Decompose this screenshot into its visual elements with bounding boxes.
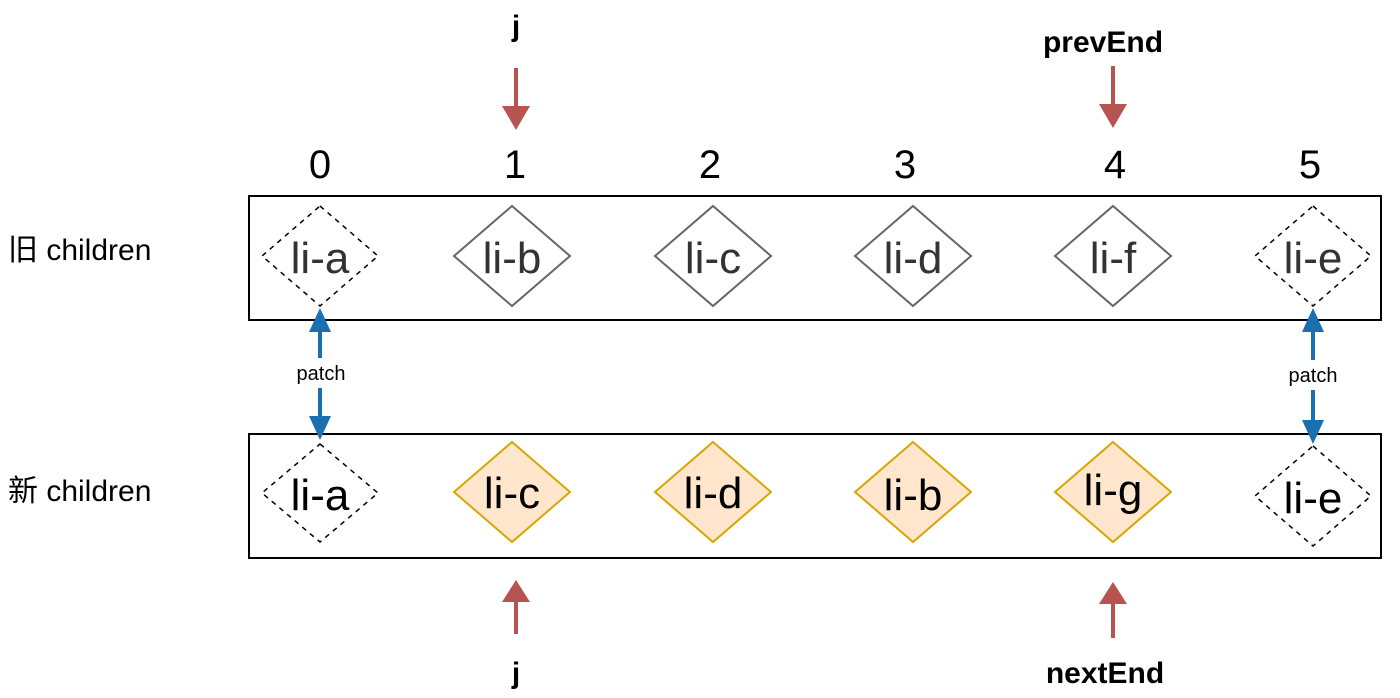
old-node-1-label: li-b xyxy=(483,234,542,283)
new-next-end-arrow-head xyxy=(1099,582,1127,604)
old-node-2-label: li-c xyxy=(685,234,741,283)
new-node-5-label: li-e xyxy=(1284,474,1343,523)
patch-connector-left: patch xyxy=(297,308,346,440)
new-j-arrow-head xyxy=(502,580,530,602)
new-node-2-label: li-d xyxy=(684,469,743,518)
old-node-5-label: li-e xyxy=(1284,234,1343,283)
old-node-4-diamond xyxy=(1053,204,1173,308)
new-j-pointer: j xyxy=(502,580,530,690)
old-node-2: li-c xyxy=(653,204,773,308)
index-label-3: 3 xyxy=(894,143,916,187)
new-row-label: 新 children xyxy=(8,475,151,508)
old-j-arrow-head xyxy=(502,106,530,130)
patch-left-label: patch xyxy=(297,363,346,385)
patch-right-arrow-down xyxy=(1302,420,1324,444)
new-node-4-label: li-g xyxy=(1084,466,1143,515)
old-j-label: j xyxy=(511,10,520,43)
old-children-box xyxy=(248,195,1382,321)
new-node-3-diamond xyxy=(853,440,973,544)
old-node-1-diamond xyxy=(452,204,572,308)
patch-connector-right: patch xyxy=(1289,308,1338,444)
patch-right-arrow-up xyxy=(1302,308,1324,332)
patch-left-arrow-up xyxy=(309,308,331,332)
old-node-0-diamond xyxy=(260,205,380,307)
new-node-2: li-d xyxy=(653,440,773,544)
old-node-1: li-b xyxy=(452,204,572,308)
new-node-0-label: li-a xyxy=(291,471,350,520)
new-j-label: j xyxy=(511,657,520,690)
old-prev-end-label: prevEnd xyxy=(1043,26,1163,59)
new-node-0-diamond xyxy=(260,443,380,543)
index-label-2: 2 xyxy=(699,143,721,187)
old-node-2-diamond xyxy=(653,204,773,308)
index-label-4: 4 xyxy=(1104,143,1126,187)
old-node-4-label: li-f xyxy=(1090,234,1137,283)
old-node-0-label: li-a xyxy=(291,234,350,283)
old-row-label: 旧 children xyxy=(8,234,151,267)
patch-right-label: patch xyxy=(1289,365,1338,387)
new-node-3-label: li-b xyxy=(884,471,943,520)
index-label-5: 5 xyxy=(1299,143,1321,187)
new-next-end-pointer: nextEnd xyxy=(1046,582,1164,690)
old-node-3: li-d xyxy=(853,204,973,308)
index-label-1: 1 xyxy=(504,143,526,187)
new-children-box xyxy=(248,433,1382,559)
new-node-5-diamond xyxy=(1253,445,1373,547)
old-node-0: li-a xyxy=(260,205,380,307)
old-prev-end-arrow-head xyxy=(1099,104,1127,128)
old-node-5-diamond xyxy=(1253,205,1373,307)
new-node-1: li-c xyxy=(452,440,572,544)
new-node-1-diamond xyxy=(452,440,572,544)
old-node-5: li-e xyxy=(1253,205,1373,307)
old-j-pointer: j xyxy=(502,10,530,130)
old-node-4: li-f xyxy=(1053,204,1173,308)
new-node-0: li-a xyxy=(260,443,380,543)
index-labels: 0 1 2 3 4 5 xyxy=(309,143,1321,187)
new-node-3: li-b xyxy=(853,440,973,544)
new-node-2-diamond xyxy=(653,440,773,544)
old-prev-end-pointer: prevEnd xyxy=(1043,26,1163,128)
new-node-5: li-e xyxy=(1253,445,1373,547)
old-node-3-diamond xyxy=(853,204,973,308)
patch-left-arrow-down xyxy=(309,416,331,440)
new-next-end-label: nextEnd xyxy=(1046,657,1164,690)
index-label-0: 0 xyxy=(309,143,331,187)
new-node-4: li-g xyxy=(1053,440,1173,544)
new-node-1-label: li-c xyxy=(484,469,540,518)
new-node-4-diamond xyxy=(1053,440,1173,544)
old-node-3-label: li-d xyxy=(884,234,943,283)
